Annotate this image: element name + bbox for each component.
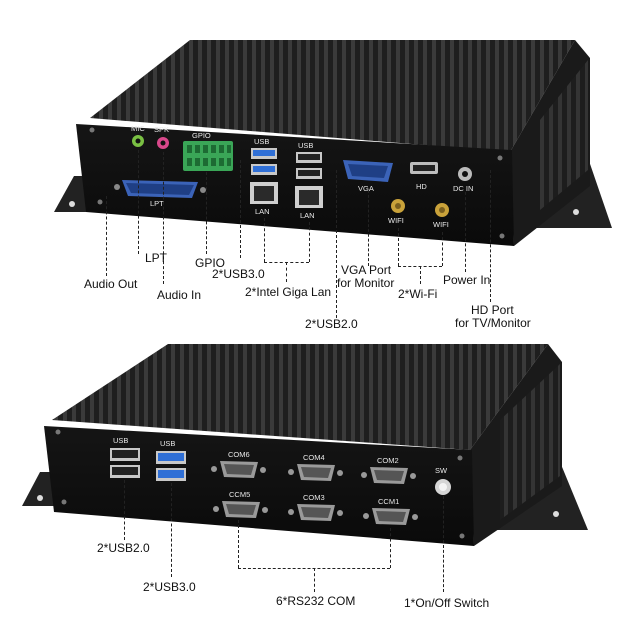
leader-wifi-stem: [420, 266, 421, 284]
callout-lan: 2*Intel Giga Lan: [245, 285, 332, 299]
callout-hd-line2: for TV/Monitor: [455, 316, 531, 330]
leader-lan-2: [309, 222, 310, 262]
panel-label-vga: VGA: [358, 184, 374, 193]
callout-audio-in: Audio In: [157, 288, 202, 302]
panel-label-gpio: GPIO: [192, 131, 211, 140]
callout-lpt: LPT: [145, 251, 168, 265]
panel-label-com2: COM2: [377, 456, 399, 465]
leader-com-stem: [314, 568, 315, 592]
com2-port: [361, 467, 416, 484]
panel-label-com1: CCM1: [378, 497, 400, 506]
panel-label-wifi-right: WIFI: [433, 220, 449, 229]
leader-com-left: [238, 520, 239, 568]
leader-lan-1: [264, 218, 265, 262]
callout-usb3: 2*USB3.0: [212, 267, 265, 281]
panel-label-spk: SPK: [154, 125, 170, 134]
com5-port: [213, 501, 268, 518]
com3-port: [288, 504, 343, 521]
callout-audio-out: Audio Out: [84, 277, 138, 291]
callout-vga-line1: VGA Port: [341, 263, 392, 277]
callout-gpio: GPIO: [195, 256, 226, 270]
panel-label-dc-in: DC IN: [453, 184, 474, 193]
leader-bottom-usb2: [124, 480, 125, 540]
panel-label-bottom-usb-right: USB: [160, 439, 176, 448]
leader-usb3: [240, 160, 241, 258]
panel-label-com4: COM4: [303, 453, 325, 462]
callout-hd-line1: HD Port: [471, 303, 514, 317]
bottom-unit-ports: [110, 448, 451, 525]
panel-label-hd: HD: [416, 182, 427, 191]
panel-label-usb-left: USB: [254, 137, 270, 146]
leader-lan-stem: [286, 262, 287, 282]
top-left-bracket-hole: [69, 201, 75, 207]
leader-audio-in: [163, 152, 164, 284]
panel-label-lpt: LPT: [150, 199, 164, 208]
callout-bottom-usb2: 2*USB2.0: [97, 541, 150, 555]
panel-label-mic: MIC: [131, 124, 145, 133]
leader-vga: [368, 190, 369, 266]
leader-usb2: [336, 170, 337, 318]
callout-switch: 1*On/Off Switch: [404, 596, 490, 610]
callout-bottom-usb3: 2*USB3.0: [143, 580, 196, 594]
leader-power-in: [465, 192, 466, 272]
panel-label-lan-left: LAN: [255, 207, 270, 216]
panel-label-com5: CCM5: [229, 490, 251, 499]
leader-com-right: [390, 528, 391, 568]
top-right-bracket-hole: [573, 209, 579, 215]
panel-label-com3: COM3: [303, 493, 325, 502]
callout-vga-line2: for Monitor: [337, 276, 395, 290]
bottom-heatsink-fins: [52, 344, 548, 450]
leader-hd: [490, 170, 491, 302]
leader-gpio: [206, 172, 207, 254]
leader-bottom-usb3: [171, 483, 172, 577]
leader-wifi-1: [398, 228, 399, 266]
top-unit-ports: [114, 135, 472, 217]
leader-audio-out: [106, 196, 107, 276]
com6-port: [211, 461, 266, 478]
leader-switch: [443, 496, 444, 592]
com4-port: [288, 464, 343, 481]
callout-rs232: 6*RS232 COM: [276, 594, 356, 608]
callout-usb2: 2*USB2.0: [305, 317, 358, 331]
top-heatsink-fins: [90, 40, 575, 152]
leader-wifi-2: [442, 232, 443, 266]
leader-lpt: [138, 150, 139, 254]
panel-label-bottom-usb-left: USB: [113, 436, 129, 445]
panel-label-usb-right: USB: [298, 141, 314, 150]
callout-power-in: Power In: [443, 273, 491, 287]
callout-wifi: 2*Wi-Fi: [398, 287, 438, 301]
panel-label-com6: COM6: [228, 450, 250, 459]
com1-port: [363, 508, 418, 525]
panel-label-lan-right: LAN: [300, 211, 315, 220]
panel-label-wifi-left: WIFI: [388, 216, 404, 225]
panel-label-sw: SW: [435, 466, 448, 475]
